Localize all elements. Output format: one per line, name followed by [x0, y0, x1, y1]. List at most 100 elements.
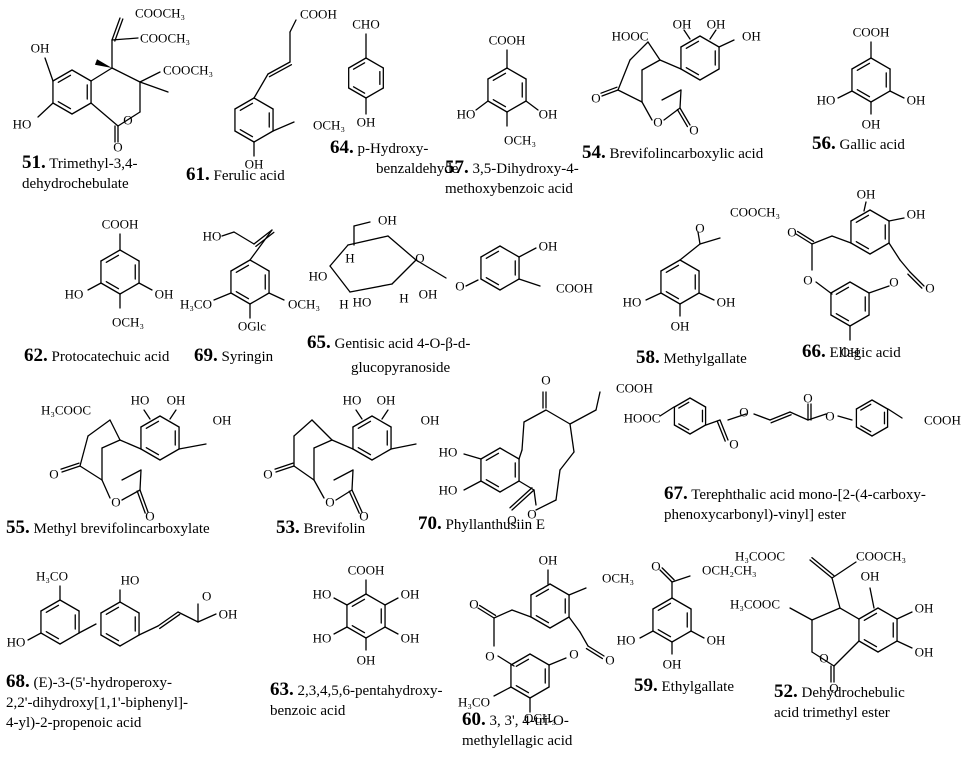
- bond: [249, 259, 270, 272]
- bond: [678, 401, 690, 409]
- bond: [877, 607, 898, 620]
- bond: [52, 102, 73, 115]
- bond: [333, 626, 348, 635]
- bond: [384, 626, 399, 635]
- bond: [100, 634, 121, 647]
- atom-label: OH: [421, 413, 440, 428]
- bond: [855, 399, 873, 410]
- atom-label: O: [605, 653, 614, 668]
- atom-label: H₃CO: [180, 297, 212, 312]
- atom-label: HO: [439, 445, 458, 460]
- atom-label: OH: [671, 319, 690, 334]
- bond: [807, 413, 827, 421]
- bond: [351, 469, 354, 491]
- caption-63: 63. 2,3,4,5,6-pentahydroxy- benzoic acid: [270, 679, 443, 720]
- bond: [529, 686, 550, 699]
- bond: [289, 19, 297, 33]
- bond: [71, 102, 92, 115]
- atom-label: OCH₃: [288, 297, 320, 312]
- atom-label: HO: [313, 631, 332, 646]
- atom-label: OH: [717, 295, 736, 310]
- atom-label: O: [469, 597, 478, 612]
- bond: [465, 279, 479, 287]
- bond: [480, 278, 501, 291]
- bond: [235, 291, 250, 300]
- bond: [139, 489, 149, 513]
- bond: [659, 569, 673, 583]
- bond: [579, 631, 589, 647]
- bond: [535, 615, 550, 624]
- bond: [831, 561, 857, 579]
- atom-label: O: [202, 589, 211, 604]
- atom-label: OH: [857, 187, 876, 202]
- bond: [679, 292, 700, 305]
- atom-label: OCH₃: [524, 711, 556, 726]
- bond: [40, 599, 61, 612]
- atom-label: O: [803, 273, 812, 288]
- bond: [493, 686, 512, 697]
- bond: [679, 243, 701, 261]
- atom-label: OGlc: [238, 319, 266, 334]
- bond: [329, 244, 349, 267]
- bond: [839, 607, 860, 620]
- atom-label: OH: [915, 601, 934, 616]
- bond: [835, 286, 850, 295]
- bond: [856, 62, 871, 71]
- bond: [348, 490, 360, 514]
- bond: [357, 420, 372, 429]
- caption-70: 70. Phyllanthusiin E: [418, 513, 546, 534]
- bond: [37, 102, 54, 118]
- bond: [830, 314, 851, 327]
- bond: [569, 409, 597, 425]
- bond: [234, 97, 255, 110]
- bond: [463, 453, 482, 460]
- bond: [665, 264, 680, 273]
- bond: [858, 640, 879, 653]
- atom-label: COOH: [853, 25, 890, 40]
- bond: [652, 597, 673, 610]
- bond: [850, 209, 871, 222]
- atom-label: HO: [623, 295, 642, 310]
- bond: [811, 235, 833, 245]
- caption-57: 57. 3,5-Dihydroxy-4- methoxybenzoic acid: [445, 157, 579, 198]
- bond: [230, 259, 251, 272]
- bond: [855, 241, 870, 250]
- bond: [111, 17, 121, 41]
- bond: [78, 623, 97, 634]
- bond: [647, 41, 661, 61]
- atom-label: OH: [245, 157, 264, 172]
- bond: [101, 479, 111, 499]
- bond: [855, 426, 873, 437]
- bond: [860, 425, 872, 433]
- atom-label: HOOC: [612, 29, 649, 44]
- bond: [889, 90, 905, 99]
- bond: [353, 221, 371, 227]
- bond: [159, 448, 180, 461]
- atom-label: O: [111, 495, 120, 510]
- bond: [837, 415, 853, 421]
- bond: [569, 423, 575, 453]
- bond: [87, 282, 102, 291]
- bond: [59, 632, 80, 645]
- bond: [896, 611, 913, 620]
- atom-label: OH: [707, 17, 726, 32]
- bond: [119, 634, 140, 647]
- atom-label: O: [415, 251, 424, 266]
- caption-53: 53. Brevifolin: [276, 517, 366, 538]
- bond: [671, 597, 692, 610]
- bond: [811, 557, 835, 577]
- bond: [680, 68, 701, 81]
- bond: [652, 630, 673, 643]
- bond: [492, 99, 507, 108]
- bond: [673, 397, 691, 408]
- bond: [499, 278, 520, 291]
- bond: [789, 607, 813, 621]
- bond: [138, 282, 153, 291]
- bond: [121, 469, 142, 481]
- bond: [888, 217, 905, 222]
